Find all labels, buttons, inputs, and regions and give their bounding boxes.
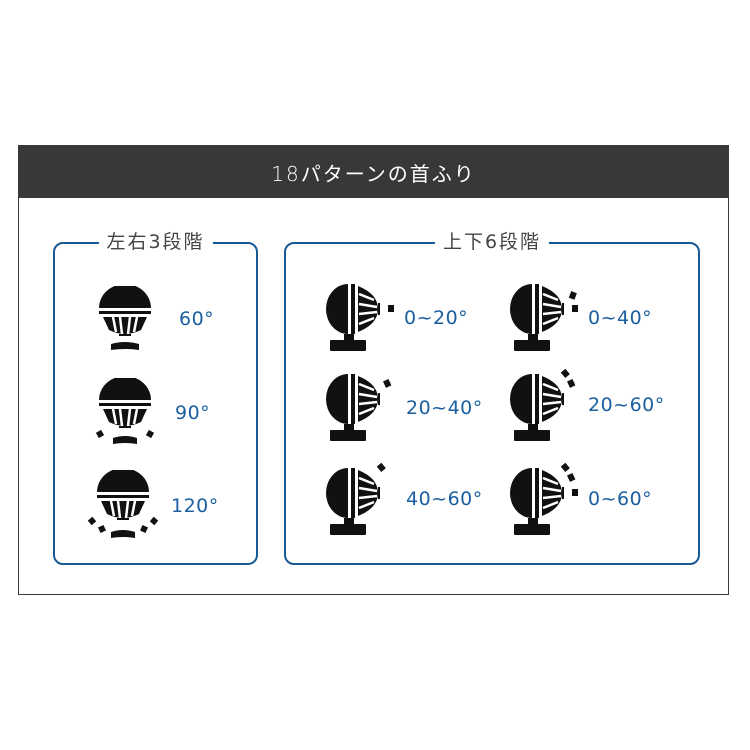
angle-label: 120° bbox=[171, 495, 219, 517]
fan-side-tilt-0-60-icon bbox=[510, 462, 578, 536]
fan-side-tilt-20-60-icon bbox=[510, 368, 576, 442]
horizontal-swing-title: 左右3段階 bbox=[98, 230, 213, 254]
fan-front-swing-120-icon bbox=[87, 470, 159, 538]
fan-front-swing-90-icon bbox=[95, 378, 155, 444]
vertical-item-0-20: 0~20° bbox=[326, 284, 468, 352]
vertical-tilt-title: 上下6段階 bbox=[434, 230, 550, 254]
panel-title: 18パターンの首ふり bbox=[19, 146, 728, 198]
angle-label: 90° bbox=[175, 402, 211, 424]
vertical-item-40-60: 40~60° bbox=[326, 462, 483, 536]
horizontal-item-120: 120° bbox=[83, 470, 219, 542]
vertical-item-0-40: 0~40° bbox=[510, 284, 652, 352]
horizontal-item-90: 90° bbox=[91, 378, 210, 448]
fan-side-tilt-40-60-icon bbox=[326, 462, 386, 536]
horizontal-item-60: 60° bbox=[95, 286, 214, 352]
fan-side-tilt-0-40-icon bbox=[510, 284, 578, 352]
fan-front-swing-60-icon bbox=[97, 286, 153, 350]
angle-label: 0~40° bbox=[588, 307, 653, 329]
angle-label: 0~60° bbox=[588, 488, 653, 510]
vertical-item-20-60: 20~60° bbox=[510, 368, 665, 442]
vertical-item-20-40: 20~40° bbox=[326, 374, 483, 442]
swing-patterns-panel: 18パターンの首ふり 左右3段階 60° 90° bbox=[18, 145, 729, 595]
angle-label: 0~20° bbox=[404, 307, 469, 329]
vertical-item-0-60: 0~60° bbox=[510, 462, 652, 536]
angle-label: 60° bbox=[179, 308, 215, 330]
angle-label: 20~60° bbox=[588, 394, 665, 416]
fan-side-tilt-0-20-icon bbox=[326, 284, 394, 352]
angle-label: 40~60° bbox=[406, 488, 483, 510]
angle-label: 20~40° bbox=[406, 397, 483, 419]
fan-side-tilt-20-40-icon bbox=[326, 374, 392, 442]
horizontal-swing-box: 左右3段階 60° 90° bbox=[53, 230, 258, 565]
vertical-tilt-box: 上下6段階 0~20° 0~40° 20~40° bbox=[284, 230, 700, 565]
